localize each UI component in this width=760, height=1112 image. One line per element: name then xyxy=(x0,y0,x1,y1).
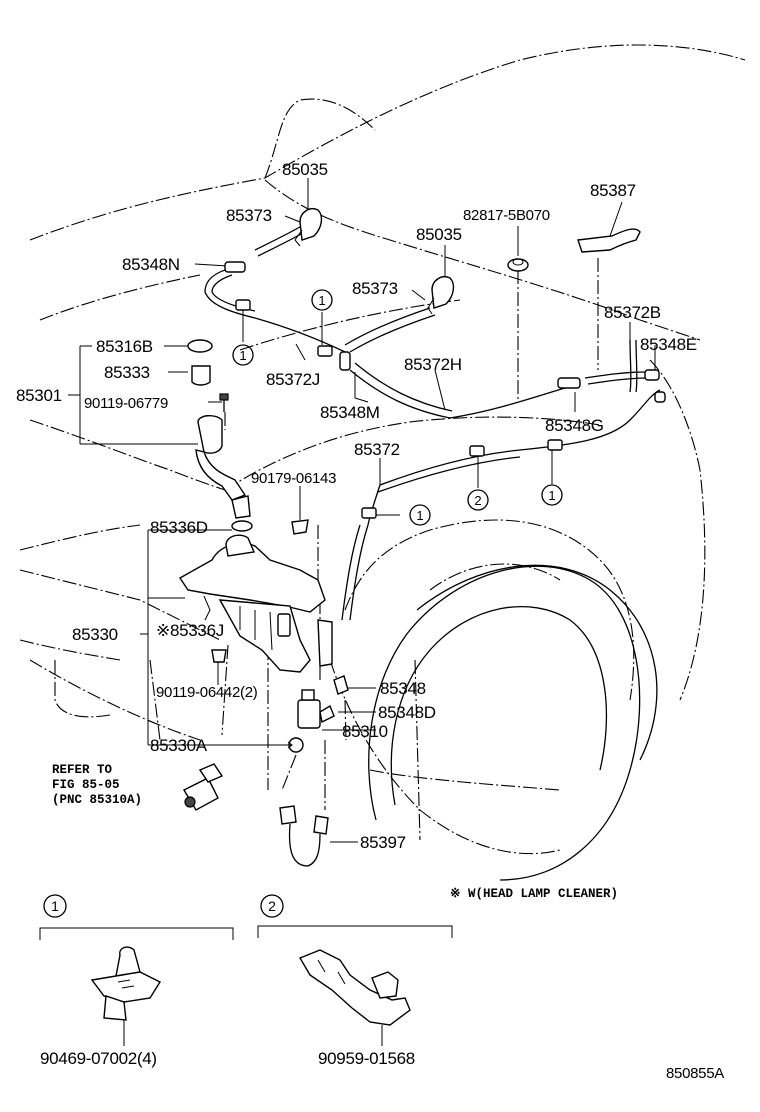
label-85330A: 85330A xyxy=(150,736,208,755)
callout-1-b: 1 xyxy=(239,348,246,363)
detail-2-number: 2 xyxy=(268,898,276,914)
hose-85348 xyxy=(333,675,349,695)
label-85035-left: 85035 xyxy=(282,160,328,179)
callout-1-d: 1 xyxy=(548,488,555,503)
washer-tank-85330 xyxy=(178,534,333,673)
refer-line-3: (PNC 85310A) xyxy=(52,793,142,807)
label-90119-06442: 90119-06442(2) xyxy=(156,684,258,701)
cap-85333 xyxy=(191,365,211,386)
bolt-90119-06442 xyxy=(211,649,227,663)
part-labels: 85035 85373 85348N 85387 82817-5B070 850… xyxy=(16,160,697,852)
detail-1-number: 1 xyxy=(51,898,59,914)
label-85372J: 85372J xyxy=(266,370,320,389)
grommet-82817 xyxy=(507,258,529,272)
label-85333: 85333 xyxy=(104,363,150,382)
callout-1-a: 1 xyxy=(318,293,325,308)
wire-harness-85397 xyxy=(279,805,329,867)
label-85397: 85397 xyxy=(360,833,406,852)
leader-arrows xyxy=(284,741,293,749)
label-85348N: 85348N xyxy=(122,255,180,274)
washer-motor-85310 xyxy=(297,689,335,729)
label-85348: 85348 xyxy=(380,679,426,698)
label-82817-5B070: 82817-5B070 xyxy=(463,207,550,224)
front-wheel xyxy=(368,564,658,881)
clip-90179-06143 xyxy=(291,519,309,535)
label-85372H: 85372H xyxy=(404,355,462,374)
label-85372: 85372 xyxy=(354,440,400,459)
label-90179-06143: 90179-06143 xyxy=(251,470,336,487)
filler-pipe-85301 xyxy=(195,415,251,519)
label-85316B: 85316B xyxy=(96,337,153,356)
label-85336D: 85336D xyxy=(150,518,208,537)
label-85348G: 85348G xyxy=(545,416,604,435)
label-85310: 85310 xyxy=(342,722,388,741)
refer-note: REFER TO FIG 85-05 (PNC 85310A) xyxy=(52,763,142,807)
bolt-90119-06779 xyxy=(219,393,229,412)
leader-lines xyxy=(68,178,656,843)
label-85301: 85301 xyxy=(16,386,62,405)
label-85348M: 85348M xyxy=(320,403,380,422)
legend-note: ※ W(HEAD LAMP CLEANER) xyxy=(450,886,618,901)
washer-motor-ref-85310A xyxy=(183,763,224,811)
washer-cap-85316B xyxy=(187,339,213,353)
seal-85336D xyxy=(231,520,253,532)
label-85348D: 85348D xyxy=(378,703,436,722)
washer-hoses xyxy=(204,223,661,621)
label-90469-07002: 90469-07002(4) xyxy=(40,1049,157,1068)
label-90959-01568: 90959-01568 xyxy=(318,1049,415,1068)
callout-1-c: 1 xyxy=(416,508,423,523)
label-85348E: 85348E xyxy=(640,335,697,354)
washer-nozzle-left xyxy=(294,208,323,247)
illustration-code: 850855A xyxy=(666,1065,724,1082)
callout-numbers: 1 1 1 2 1 xyxy=(239,293,555,523)
hose-clamp-85387 xyxy=(577,228,641,253)
label-85373-right: 85373 xyxy=(352,279,398,298)
label-85035-right: 85035 xyxy=(416,225,462,244)
connector-joints xyxy=(224,261,666,519)
label-85387: 85387 xyxy=(590,181,636,200)
refer-line-2: FIG 85-05 xyxy=(52,778,120,792)
label-85330: 85330 xyxy=(72,625,118,644)
refer-line-1: REFER TO xyxy=(52,763,113,777)
callout-circles xyxy=(232,289,563,526)
label-85336J: ※85336J xyxy=(156,621,224,640)
detail-1: 1 90469-07002(4) xyxy=(39,894,234,1068)
callout-2-a: 2 xyxy=(474,493,481,508)
label-85372B: 85372B xyxy=(604,303,661,322)
washer-nozzle-right xyxy=(427,276,455,315)
label-90119-06779: 90119-06779 xyxy=(84,395,168,412)
label-85373-left: 85373 xyxy=(226,206,272,225)
detail-2: 2 90959-01568 xyxy=(257,894,453,1068)
